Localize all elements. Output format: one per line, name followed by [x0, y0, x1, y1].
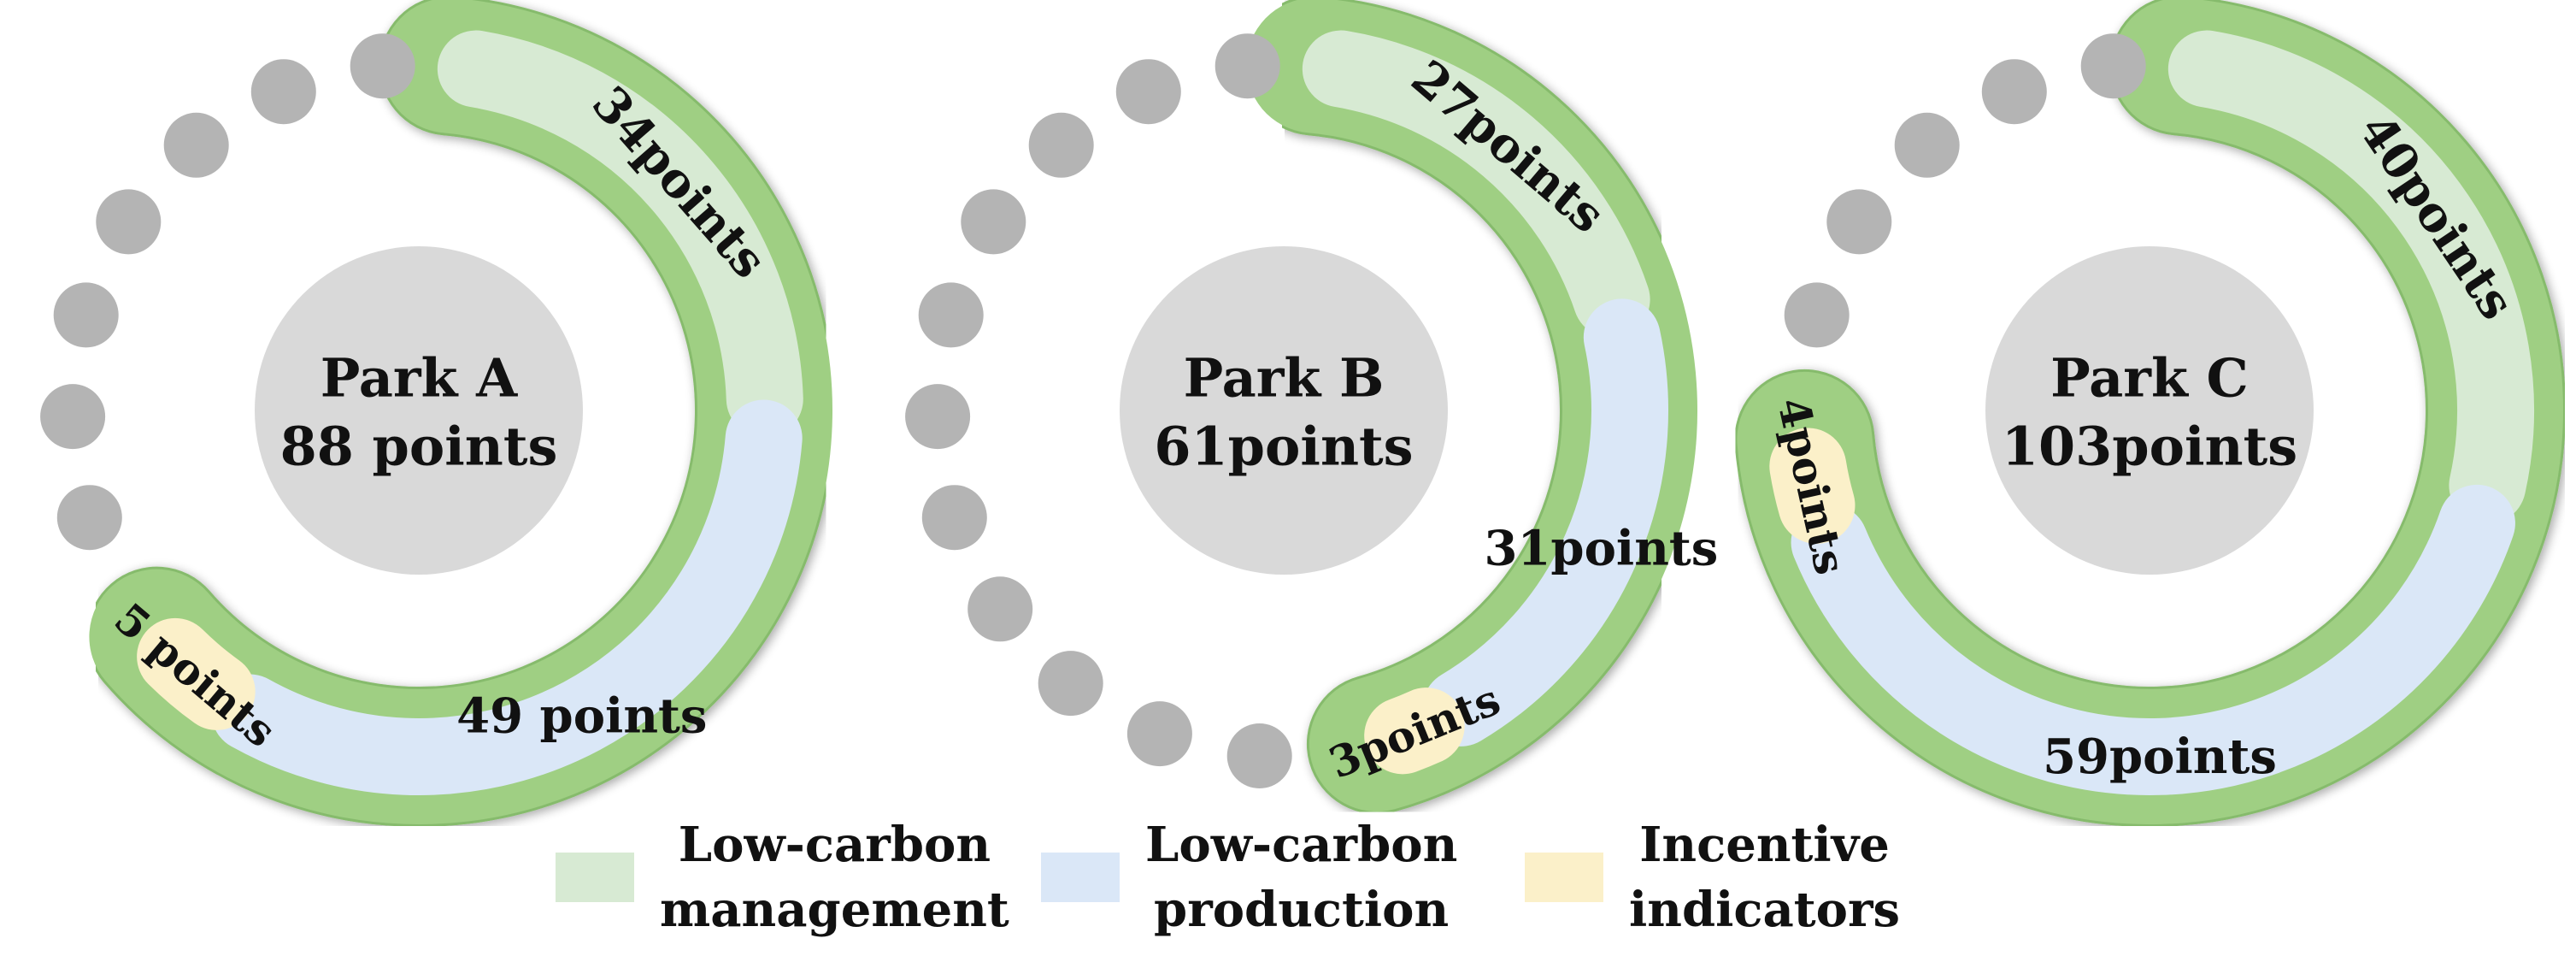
- placeholder-dot: [56, 485, 122, 551]
- bar-incentive: [137, 617, 256, 730]
- placeholder-dot: [96, 189, 162, 255]
- data-label-production: 59points: [2043, 729, 2277, 785]
- park-name: Park B: [1184, 347, 1385, 410]
- placeholder-dot: [1115, 59, 1181, 125]
- placeholder-dot: [1028, 112, 1094, 178]
- center-disc: [1120, 246, 1448, 575]
- placeholder-dot: [905, 384, 971, 450]
- park-total: 61points: [1154, 416, 1413, 478]
- center-disc: [1985, 246, 2314, 575]
- bar-management: [437, 30, 803, 438]
- placeholder-dot: [1214, 33, 1280, 99]
- placeholder-dot: [918, 282, 984, 348]
- placeholder-dot: [40, 384, 106, 450]
- bar-incentive: [1769, 428, 1856, 544]
- placeholder-dot: [350, 33, 415, 99]
- placeholder-dot: [1038, 651, 1103, 717]
- placeholder-dot: [1784, 282, 1850, 348]
- placeholder-dot: [53, 282, 119, 348]
- data-label-production: 31points: [1484, 521, 1718, 577]
- park-total: 88 points: [280, 416, 558, 478]
- placeholder-dot: [2080, 33, 2146, 99]
- bar-production: [1422, 298, 1668, 747]
- placeholder-dot: [163, 112, 229, 178]
- placeholder-dot: [921, 485, 987, 551]
- bar-production: [1791, 484, 2515, 795]
- placeholder-dot: [967, 576, 1033, 642]
- center-disc: [255, 246, 583, 575]
- park-name: Park A: [321, 347, 518, 410]
- placeholder-dot: [1226, 723, 1292, 788]
- bar-incentive: [1364, 687, 1465, 775]
- placeholder-dot: [961, 189, 1026, 255]
- data-label-production: 49 points: [456, 687, 707, 744]
- bar-management: [2167, 30, 2534, 524]
- placeholder-dot: [1981, 59, 2047, 125]
- park-total: 103points: [2002, 416, 2297, 478]
- bar-production: [211, 399, 803, 795]
- placeholder-dot: [1826, 189, 1892, 255]
- park-name: Park C: [2050, 347, 2249, 410]
- placeholder-dot: [250, 59, 316, 125]
- placeholder-dot: [1126, 701, 1192, 767]
- bar-management: [1302, 30, 1650, 339]
- placeholder-dot: [1894, 112, 1960, 178]
